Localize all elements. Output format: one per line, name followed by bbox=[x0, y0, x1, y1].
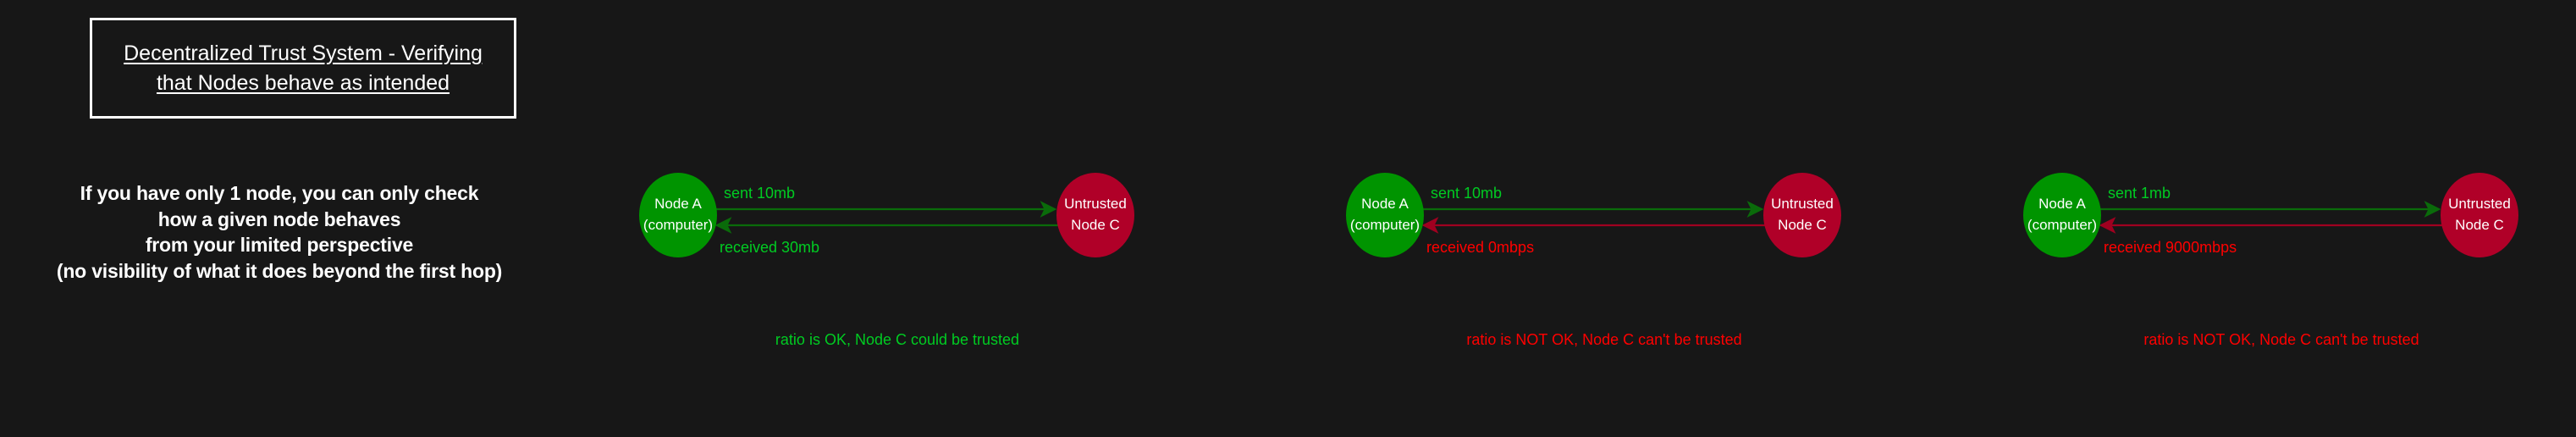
node-a-label: Node A (computer) bbox=[2027, 196, 2098, 233]
sent-label: sent 10mb bbox=[724, 185, 796, 202]
diagram-group-2: Node A (computer) Untrusted Node C sent … bbox=[1342, 166, 1867, 369]
node-a-circle[interactable]: Node A (computer) bbox=[2023, 173, 2101, 257]
sent-label: sent 10mb bbox=[1431, 185, 1503, 202]
node-a-label: Node A (computer) bbox=[643, 196, 714, 233]
node-a-circle[interactable]: Node A (computer) bbox=[1346, 173, 1424, 257]
arrow-layer bbox=[2099, 201, 2442, 234]
title-box: Decentralized Trust System - Verifying t… bbox=[90, 18, 516, 119]
diagram-group-1: Node A (computer) Untrusted Node C sent … bbox=[635, 166, 1160, 369]
received-label: received 9000mbps bbox=[2104, 239, 2237, 256]
arrow-layer bbox=[714, 201, 1058, 234]
page-title: Decentralized Trust System - Verifying t… bbox=[124, 41, 483, 95]
node-c-circle[interactable]: Untrusted Node C bbox=[1056, 173, 1134, 257]
sent-label: sent 1mb bbox=[2108, 185, 2171, 202]
arrow-layer bbox=[1421, 201, 1765, 234]
verdict-caption: ratio is OK, Node C could be trusted bbox=[775, 331, 1020, 348]
verdict-caption: ratio is NOT OK, Node C can't be trusted bbox=[2143, 331, 2419, 348]
node-c-circle[interactable]: Untrusted Node C bbox=[2441, 173, 2518, 257]
node-c-label: Untrusted Node C bbox=[2448, 196, 2511, 233]
node-c-label: Untrusted Node C bbox=[1771, 196, 1834, 233]
node-c-circle[interactable]: Untrusted Node C bbox=[1763, 173, 1841, 257]
received-label: received 30mb bbox=[720, 239, 820, 256]
intro-paragraph: If you have only 1 node, you can only ch… bbox=[56, 182, 503, 282]
node-c-label: Untrusted Node C bbox=[1064, 196, 1127, 233]
verdict-caption: ratio is NOT OK, Node C can't be trusted bbox=[1466, 331, 1742, 348]
diagram-group-3: Node A (computer) Untrusted Node C sent … bbox=[2019, 166, 2544, 369]
received-label: received 0mbps bbox=[1426, 239, 1535, 256]
node-a-label: Node A (computer) bbox=[1349, 196, 1420, 233]
node-a-circle[interactable]: Node A (computer) bbox=[639, 173, 717, 257]
